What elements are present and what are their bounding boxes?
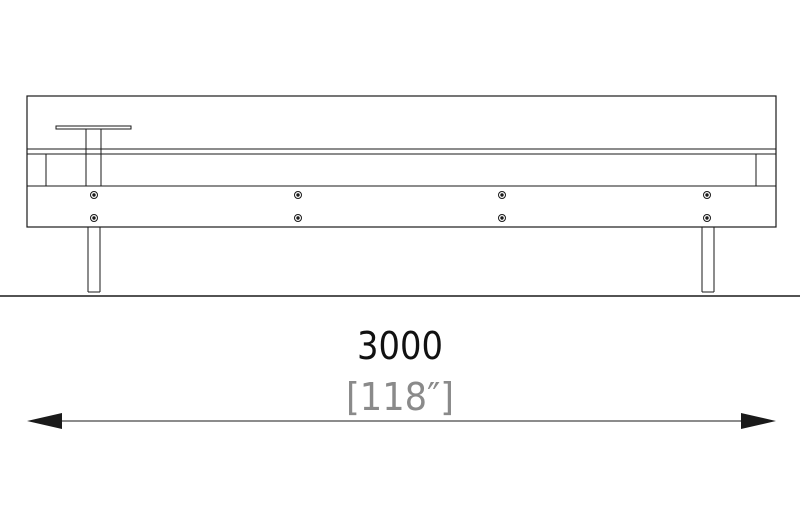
backrest-cap xyxy=(55,125,132,130)
leg-right xyxy=(701,227,715,293)
dimension-mm-label: 3000 xyxy=(357,324,443,368)
leg-left xyxy=(87,227,101,293)
bench-top-panel xyxy=(26,95,777,228)
dimension-inch-label: [118″] xyxy=(346,375,454,419)
arrow-left-icon xyxy=(27,413,62,429)
arrow-right-icon xyxy=(741,413,776,429)
bolt-row xyxy=(90,191,711,222)
